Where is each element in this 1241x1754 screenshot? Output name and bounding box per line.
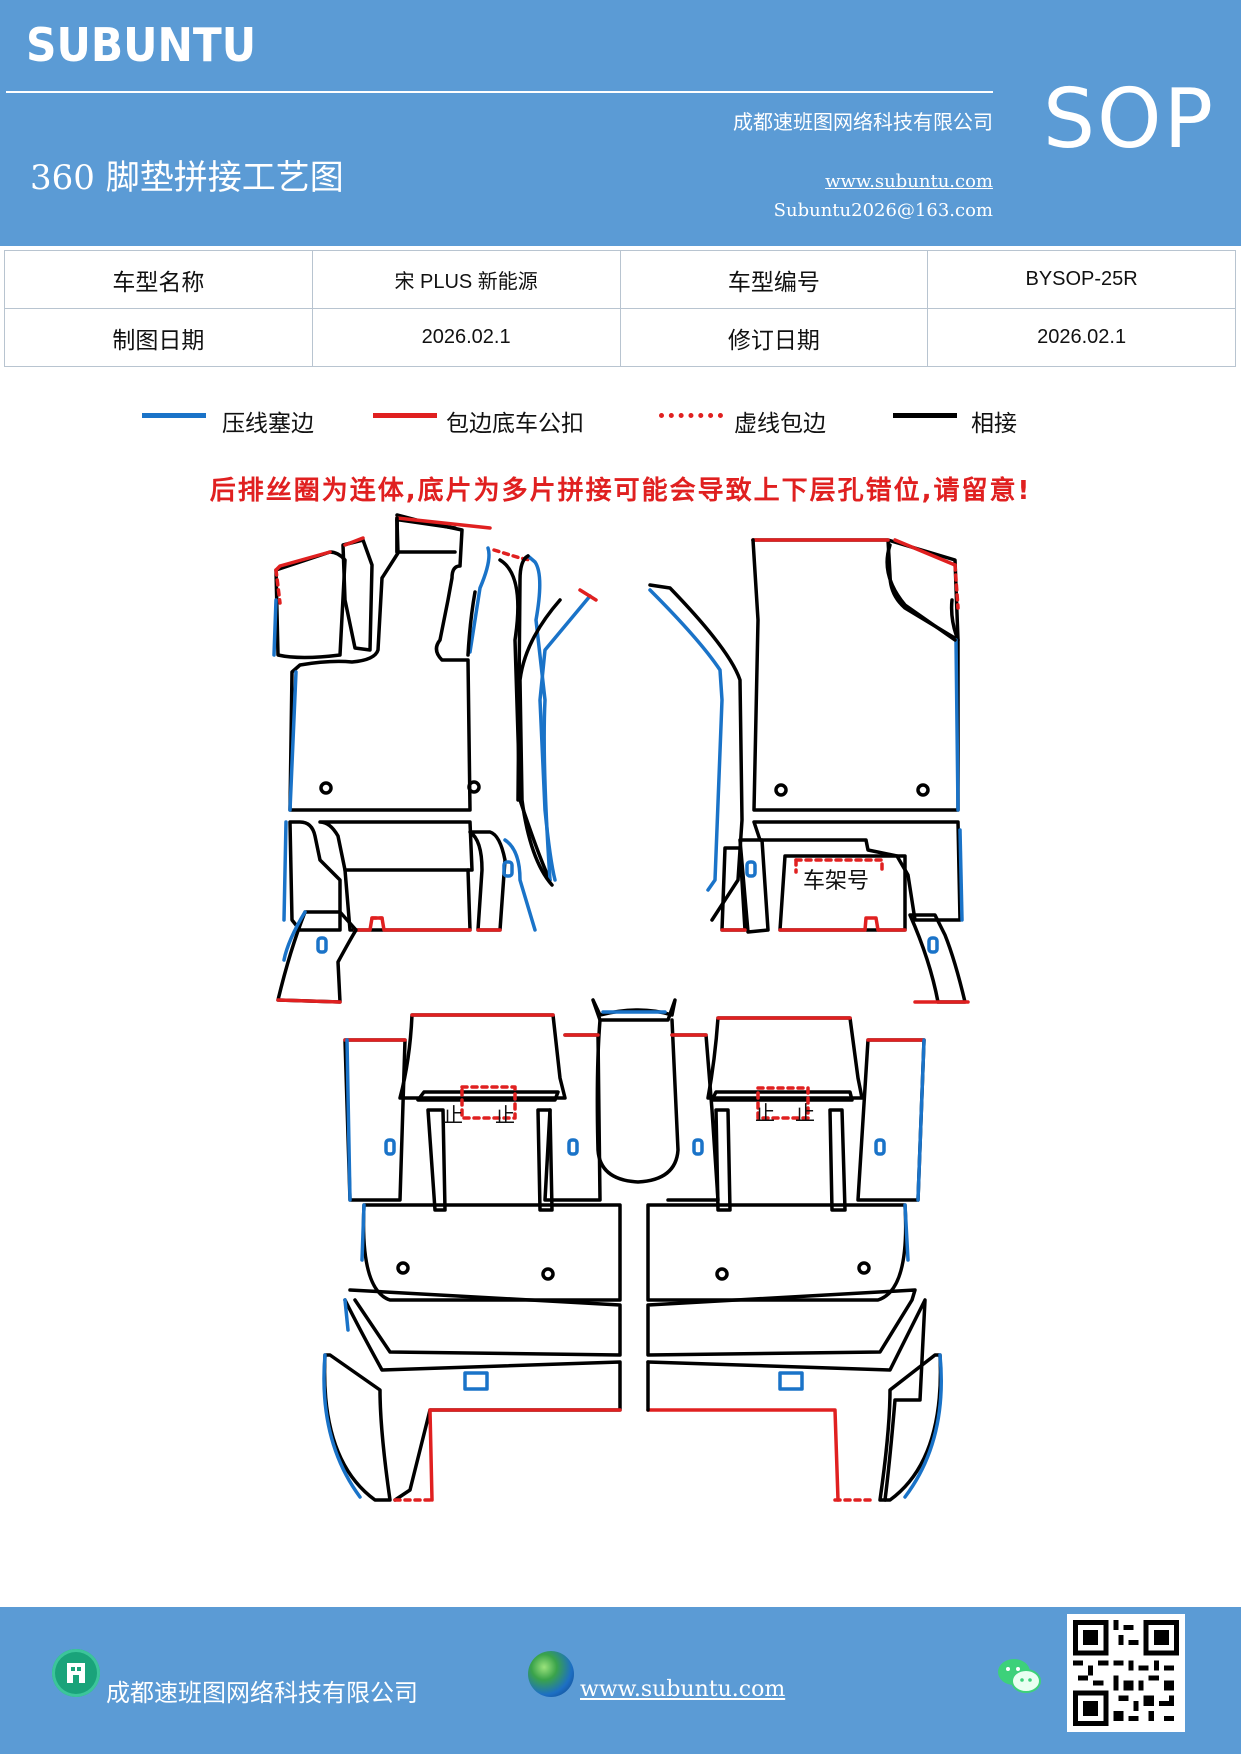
legend-swatch-red [373, 413, 437, 418]
qr-code[interactable] [1067, 1614, 1185, 1732]
table-row: 车型名称 宋 PLUS 新能源 车型编号 BYSOP-25R [4, 250, 1236, 309]
company-building-icon [52, 1649, 100, 1697]
front-left-mat [272, 513, 598, 1004]
model-name-label: 车型名称 [4, 250, 313, 309]
legend-swatch-blue [142, 413, 206, 418]
building-icon [67, 1663, 85, 1683]
model-code-label: 车型编号 [619, 250, 929, 309]
contact-email[interactable]: Subuntu2026@163.com [773, 200, 993, 221]
info-table: 车型名称 宋 PLUS 新能源 车型编号 BYSOP-25R 制图日期 2026… [4, 250, 1236, 367]
globe-icon [528, 1651, 574, 1697]
front-right-mat [648, 538, 970, 1004]
website-link[interactable]: www.subuntu.com [825, 171, 993, 192]
company-name: 成都速班图网络科技有限公司 [733, 110, 993, 134]
header-divider [6, 91, 993, 93]
vin-label: 车架号 [803, 869, 869, 894]
revise-date-value: 2026.02.1 [927, 308, 1236, 367]
stop-mark: 止 [443, 1103, 463, 1127]
legend-swatch-black [893, 413, 957, 418]
footer-banner: 成都速班图网络科技有限公司 www.subuntu.com [0, 1607, 1241, 1754]
wechat-icon[interactable] [996, 1655, 1042, 1697]
sop-badge: SOP [1043, 72, 1216, 167]
warning-text: 后排丝圈为连体,底片为多片拼接可能会导致上下层孔错位,请留意! [209, 476, 1032, 506]
revise-date-label: 修订日期 [619, 308, 929, 367]
footer-company-name: 成都速班图网络科技有限公司 [106, 1679, 418, 1707]
stop-mark: 止 [755, 1101, 775, 1125]
draw-date-value: 2026.02.1 [311, 308, 621, 367]
brand-logo: SUBUNTU [26, 18, 257, 72]
qr-code-icon [1073, 1620, 1179, 1726]
stop-mark: 止 [495, 1103, 515, 1127]
stop-mark: 止 [795, 1101, 815, 1125]
floor-mat-diagram: 车架号 止 止 止 止 [272, 513, 970, 1502]
table-row: 制图日期 2026.02.1 修订日期 2026.02.1 [4, 308, 1236, 367]
model-name-value: 宋 PLUS 新能源 [311, 250, 621, 309]
header-banner: SUBUNTU 成都速班图网络科技有限公司 360 脚垫拼接工艺图 www.su… [0, 0, 1241, 246]
legend-label: 包边底车公扣 [446, 411, 584, 437]
legend-swatch-red-dotted [659, 413, 723, 418]
legend-label: 相接 [971, 411, 1017, 437]
model-code-value: BYSOP-25R [927, 250, 1236, 309]
legend-label: 压线塞边 [222, 411, 314, 437]
footer-website-link[interactable]: www.subuntu.com [580, 1677, 786, 1702]
draw-date-label: 制图日期 [4, 308, 313, 367]
page-title: 360 脚垫拼接工艺图 [30, 158, 344, 198]
legend-label: 虚线包边 [734, 411, 826, 437]
rear-mat [322, 998, 944, 1502]
